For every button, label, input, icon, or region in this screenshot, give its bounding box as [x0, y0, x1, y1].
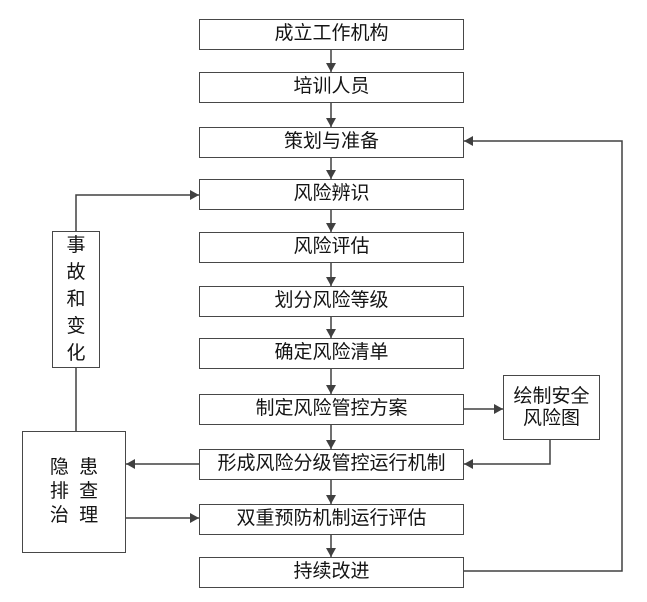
flow-step-plan-prepare: 策划与准备 — [199, 127, 464, 158]
flow-step-control-plan: 制定风险管控方案 — [199, 394, 464, 425]
flow-step-train-staff: 培训人员 — [199, 72, 464, 103]
arrow-improve-feedback-to-plan — [464, 136, 623, 572]
flow-step-risk-assess: 风险评估 — [199, 232, 464, 263]
arrow-accident-to-identify — [75, 190, 199, 231]
flow-step-risk-identify: 风险辨识 — [199, 179, 464, 210]
flow-step-risk-grade: 划分风险等级 — [199, 286, 464, 317]
side-node-hazard-control: 隐 患 排 查 治 理 — [22, 431, 126, 553]
flow-step-establish-team: 成立工作机构 — [199, 19, 464, 50]
side-node-risk-map: 绘制安全 风险图 — [503, 375, 600, 440]
side-node-accident-change: 事 故 和 变 化 — [52, 231, 100, 368]
flow-step-improve: 持续改进 — [199, 557, 464, 588]
arrow-riskmap-to-mechanism — [464, 440, 551, 469]
flow-step-risk-list: 确定风险清单 — [199, 338, 464, 369]
flow-step-control-mechanism: 形成风险分级管控运行机制 — [199, 449, 464, 480]
flow-step-dual-eval: 双重预防机制运行评估 — [199, 504, 464, 535]
